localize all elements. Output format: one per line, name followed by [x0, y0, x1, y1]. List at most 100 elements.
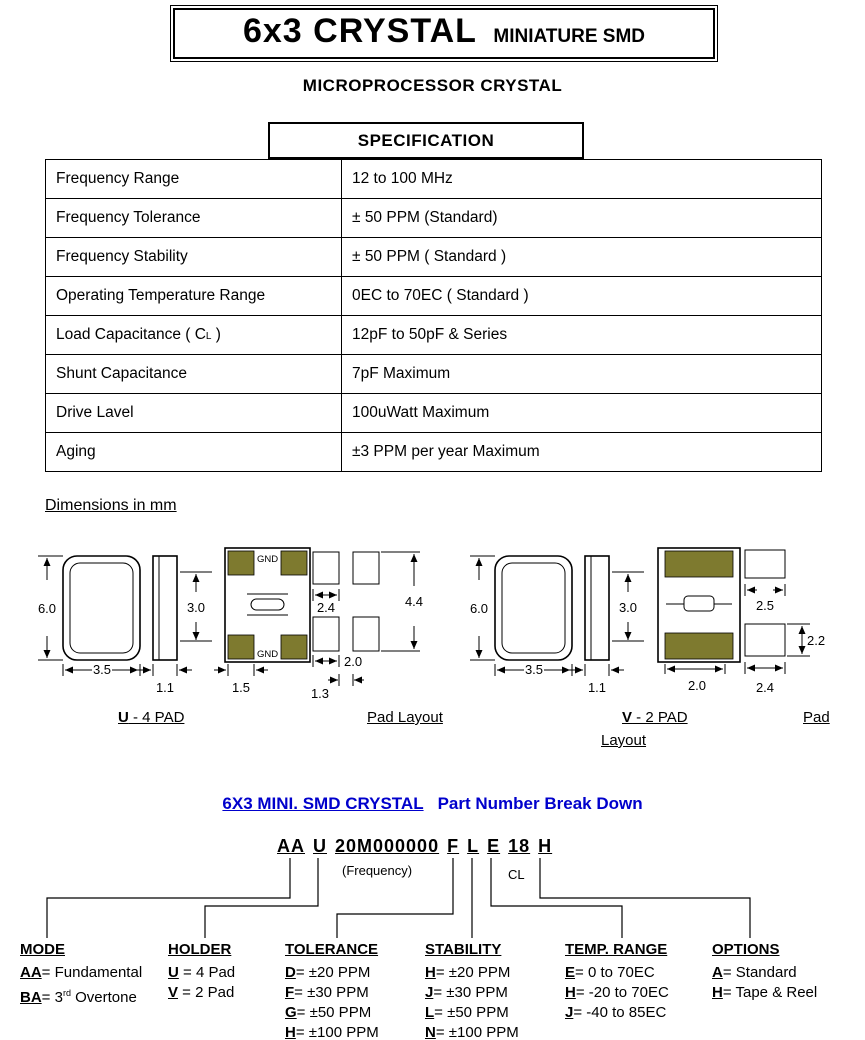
code-desc: = ±100 PPM — [435, 1024, 519, 1040]
code-key: J — [565, 1004, 574, 1021]
code-key: N — [425, 1024, 436, 1040]
spec-value-cell: ± 50 PPM (Standard) — [341, 198, 822, 238]
code-desc: = ±30 PPM — [294, 984, 369, 1001]
code-desc: = Tape & Reel — [722, 984, 818, 1001]
u-side-width-label: 1.1 — [156, 680, 174, 695]
breakdown-item: H= ±100 PPM — [285, 1023, 379, 1040]
spec-row: Shunt Capacitance 7pF Maximum — [45, 354, 822, 394]
solder-pad — [664, 632, 734, 660]
gnd-pad — [280, 634, 308, 660]
u-front-width-label: 3.5 — [93, 662, 111, 677]
spec-label-cell: Load Capacitance ( CL ) — [45, 315, 342, 355]
spec-row: Frequency Tolerance ± 50 PPM (Standard) — [45, 198, 822, 238]
gnd-pad — [227, 634, 255, 660]
breakdown-column-stability: STABILITY H= ±20 PPM J= ±30 PPM L= ±50 P… — [425, 940, 519, 1040]
spec-value-cell: ±3 PPM per year Maximum — [341, 432, 822, 472]
spec-label-subscript: L — [205, 331, 212, 342]
v-side-height-label: 3.0 — [619, 600, 637, 615]
code-key: BA — [20, 989, 42, 1006]
u-package-caption: U - 4 PAD — [118, 709, 184, 726]
code-desc: = ±50 PPM — [434, 1004, 509, 1021]
part-number-segment-options: H — [538, 836, 553, 856]
breakdown-item: V = 2 Pad — [168, 983, 235, 1003]
spec-row: Frequency Stability ± 50 PPM ( Standard … — [45, 237, 822, 277]
part-number-segment-tolerance: F — [447, 836, 460, 856]
code-desc: = 0 to 70EC — [575, 964, 655, 981]
code-key: V — [168, 984, 179, 1001]
v-package-pad-layout: 2.5 2.2 2.4 — [744, 549, 825, 695]
breakdown-column-mode-title: MODE — [20, 941, 65, 958]
breakdown-item: H= Tape & Reel — [712, 983, 817, 1003]
spec-label-cell: Drive Lavel — [45, 393, 342, 433]
v-layout-pad-height-label: 2.2 — [807, 633, 825, 648]
code-key: H — [285, 1024, 296, 1040]
part-number-segment-mode: AA — [277, 836, 305, 856]
u-layout-total-height-label: 4.4 — [405, 594, 423, 609]
connector-line-mode — [46, 858, 291, 938]
code-key: H — [425, 964, 436, 981]
spec-value-cell: 0EC to 70EC ( Standard ) — [341, 276, 822, 316]
breakdown-item: J= -40 to 85EC — [565, 1003, 669, 1023]
gnd-label-top: GND — [257, 554, 278, 565]
v-package-caption-key: V — [622, 709, 633, 726]
v-layout-pad-width2-label: 2.4 — [756, 680, 774, 695]
part-number-segment-frequency: 20M000000 — [335, 836, 440, 856]
spec-row: Operating Temperature Range 0EC to 70EC … — [45, 276, 822, 316]
v-front-width-label: 3.5 — [525, 662, 543, 677]
u-package-side-view: 3.0 1.1 — [138, 555, 212, 695]
code-desc: = -20 to 70EC — [575, 984, 669, 1001]
ordinal-suffix: rd — [62, 988, 71, 998]
code-key: F — [285, 984, 295, 1001]
spec-label-cell: Shunt Capacitance — [45, 354, 342, 394]
u-front-height-label: 6.0 — [38, 601, 56, 616]
dimensions-heading: Dimensions in mm — [45, 497, 177, 514]
page-title: 6x3 CRYSTAL — [242, 12, 477, 50]
code-key: H — [712, 984, 723, 1001]
code-key: A — [712, 964, 723, 981]
code-key: U — [168, 964, 179, 981]
frequency-note: (Frequency) — [342, 863, 413, 878]
code-desc: = -40 to 85EC — [573, 1004, 667, 1021]
u-package-front-view: 6.0 3.5 — [38, 555, 141, 677]
code-desc: = Standard — [722, 964, 797, 981]
crystal-symbol — [247, 593, 288, 616]
v-pad-width-label: 2.0 — [688, 678, 706, 693]
part-number-segment-holder: U — [313, 836, 327, 856]
solder-pad — [664, 550, 734, 578]
code-desc: = ±20 PPM — [435, 964, 511, 981]
spec-label-cell: Frequency Stability — [45, 237, 342, 277]
v-pad-layout-caption-line2: Layout — [601, 732, 647, 749]
breakdown-item: L= ±50 PPM — [425, 1003, 519, 1023]
code-desc: = 2 Pad — [178, 984, 235, 1001]
code-desc: = ±30 PPM — [433, 984, 508, 1001]
breakdown-column-holder-title: HOLDER — [168, 941, 232, 958]
breakdown-title-link: 6X3 MINI. SMD CRYSTAL — [222, 794, 424, 813]
v-pad-layout-caption-line1: Pad — [803, 709, 830, 726]
title-box: 6x3 CRYSTAL MINIATURE SMD — [170, 5, 718, 62]
specification-table: Frequency Range 12 to 100 MHz Frequency … — [45, 159, 822, 472]
connector-line-temp-range — [490, 858, 623, 938]
spec-label-cell: Aging — [45, 432, 342, 472]
v-side-width-label: 1.1 — [588, 680, 606, 695]
breakdown-column-stability-title: STABILITY — [425, 941, 502, 958]
code-key: H — [565, 984, 576, 1001]
spec-value-cell: 7pF Maximum — [341, 354, 822, 394]
code-desc: = Fundamental — [41, 964, 143, 981]
part-number-row: AA U 20M000000 F L E 18 H — [277, 836, 552, 857]
spec-row: Load Capacitance ( CL ) 12pF to 50pF & S… — [45, 315, 822, 355]
breakdown-column-options-title: OPTIONS — [712, 941, 780, 958]
code-key: G — [285, 1004, 297, 1021]
spec-value-cell: 12 to 100 MHz — [341, 159, 822, 199]
breakdown-column-holder: HOLDER U = 4 Pad V = 2 Pad — [168, 940, 235, 1003]
part-number-segment-stability: L — [467, 836, 480, 856]
u-side-height-label: 3.0 — [187, 600, 205, 615]
v-package-caption: V - 2 PAD — [622, 709, 688, 726]
u-pad-width-label: 1.5 — [232, 680, 250, 695]
spec-label-cell: Frequency Tolerance — [45, 198, 342, 238]
code-key: D — [285, 964, 296, 981]
u-package-caption-key: U — [118, 709, 129, 726]
code-desc: = 4 Pad — [178, 964, 236, 981]
breakdown-column-mode: MODE AA= Fundamental BA= 3rd Overtone — [20, 940, 142, 1008]
v-front-height-label: 6.0 — [470, 601, 488, 616]
